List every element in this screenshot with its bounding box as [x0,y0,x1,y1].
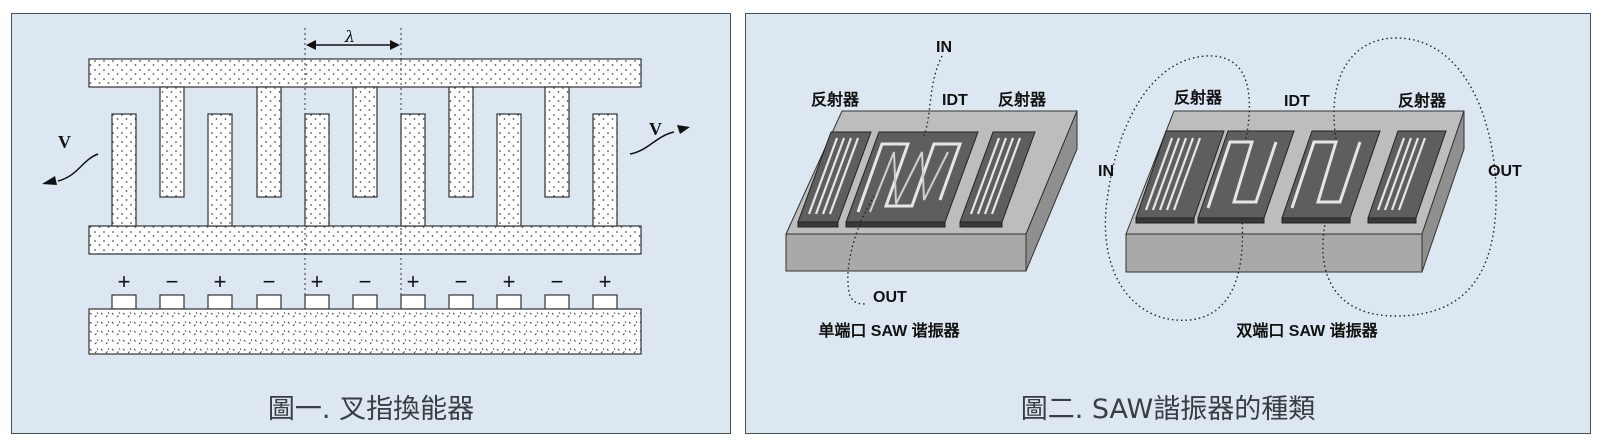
finger [256,86,282,198]
substrate-front [785,233,1027,272]
polarity-sign: + [118,269,131,294]
lead-in [923,55,943,137]
finger [159,86,185,198]
velocity-label-left: V [58,132,71,152]
label-out: OUT [873,289,907,306]
single-port-title: 单端口 SAW 谐振器 [818,321,960,340]
figure-2-caption: 圖二. SAW諧振器的種類 [1020,394,1316,425]
top-bus-bar [88,58,642,88]
finger [544,86,570,198]
polarity-sign: − [263,269,276,294]
idt-output [1281,130,1381,224]
substrate-side [1421,110,1465,273]
polarity-sign: − [455,269,468,294]
saw-resonator-diagram: IN 反射器 IDT 反射器 OUT 单端口 SAW 谐振器 [785,37,1522,340]
label-in: IN [936,39,952,56]
reflector-left [797,131,872,228]
finger [207,113,233,227]
wavelength-arrowhead-right [390,40,400,50]
polarity-sign: + [503,269,516,294]
reflector-right [959,131,1036,228]
polarity-sign: + [407,269,420,294]
wavelength-arrowhead-left [306,40,316,50]
reflector-left [1135,130,1225,224]
reflector-right [1367,130,1447,224]
substrate-front [1125,233,1423,273]
top-fingers [159,86,570,198]
propagation-arrowhead-right [677,125,690,134]
polarity-row: + − + − + − + − + − + [118,269,612,294]
lead-out [847,195,875,305]
label-reflector-left: 反射器 [1174,88,1223,107]
bottom-fingers [111,113,618,227]
label-out: OUT [1488,163,1522,180]
label-reflector-left: 反射器 [811,90,860,109]
polarity-sign: − [359,269,372,294]
propagation-arrow-left [57,153,99,182]
finger [592,113,618,227]
substrate-side [1025,110,1078,272]
dual-port-title: 双端口 SAW 谐振器 [1236,321,1378,340]
finger [400,113,426,227]
polarity-sign: − [166,269,179,294]
wavelength-label: λ [344,27,355,46]
saw-resonator-panel: IN 反射器 IDT 反射器 OUT 单端口 SAW 谐振器 [745,13,1591,434]
label-in: IN [1098,163,1114,180]
finger [496,113,522,227]
idt-diagram-panel: λ V V + − + − + − + − + − + [11,13,731,434]
finger [111,113,137,227]
figure-1-caption: 圖一. 叉指換能器 [267,394,475,425]
single-port-resonator: IN 反射器 IDT 反射器 OUT 单端口 SAW 谐振器 [785,39,1078,340]
idt-diagram: λ V V + − + − + − + − + − + [42,27,690,355]
bottom-bus-bar [88,225,642,255]
idt-single [845,131,979,228]
label-reflector-right: 反射器 [998,90,1047,109]
finger [448,86,474,198]
piezo-substrate [88,308,642,355]
label-reflector-right: 反射器 [1398,91,1447,110]
polarity-sign: − [551,269,564,294]
propagation-arrow-right [629,131,675,155]
finger [304,113,330,227]
electrode-pads [111,294,618,310]
propagation-arrowhead-left [42,176,57,185]
finger [352,86,378,198]
polarity-sign: + [311,269,324,294]
label-idt: IDT [942,92,968,109]
velocity-label-right: V [649,119,662,139]
idt-input [1197,130,1295,224]
polarity-sign: + [214,269,227,294]
dual-port-resonator: IN 反射器 IDT 反射器 OUT 双端口 SAW 谐振器 [1098,37,1522,340]
label-idt: IDT [1284,93,1310,110]
polarity-sign: + [599,269,612,294]
